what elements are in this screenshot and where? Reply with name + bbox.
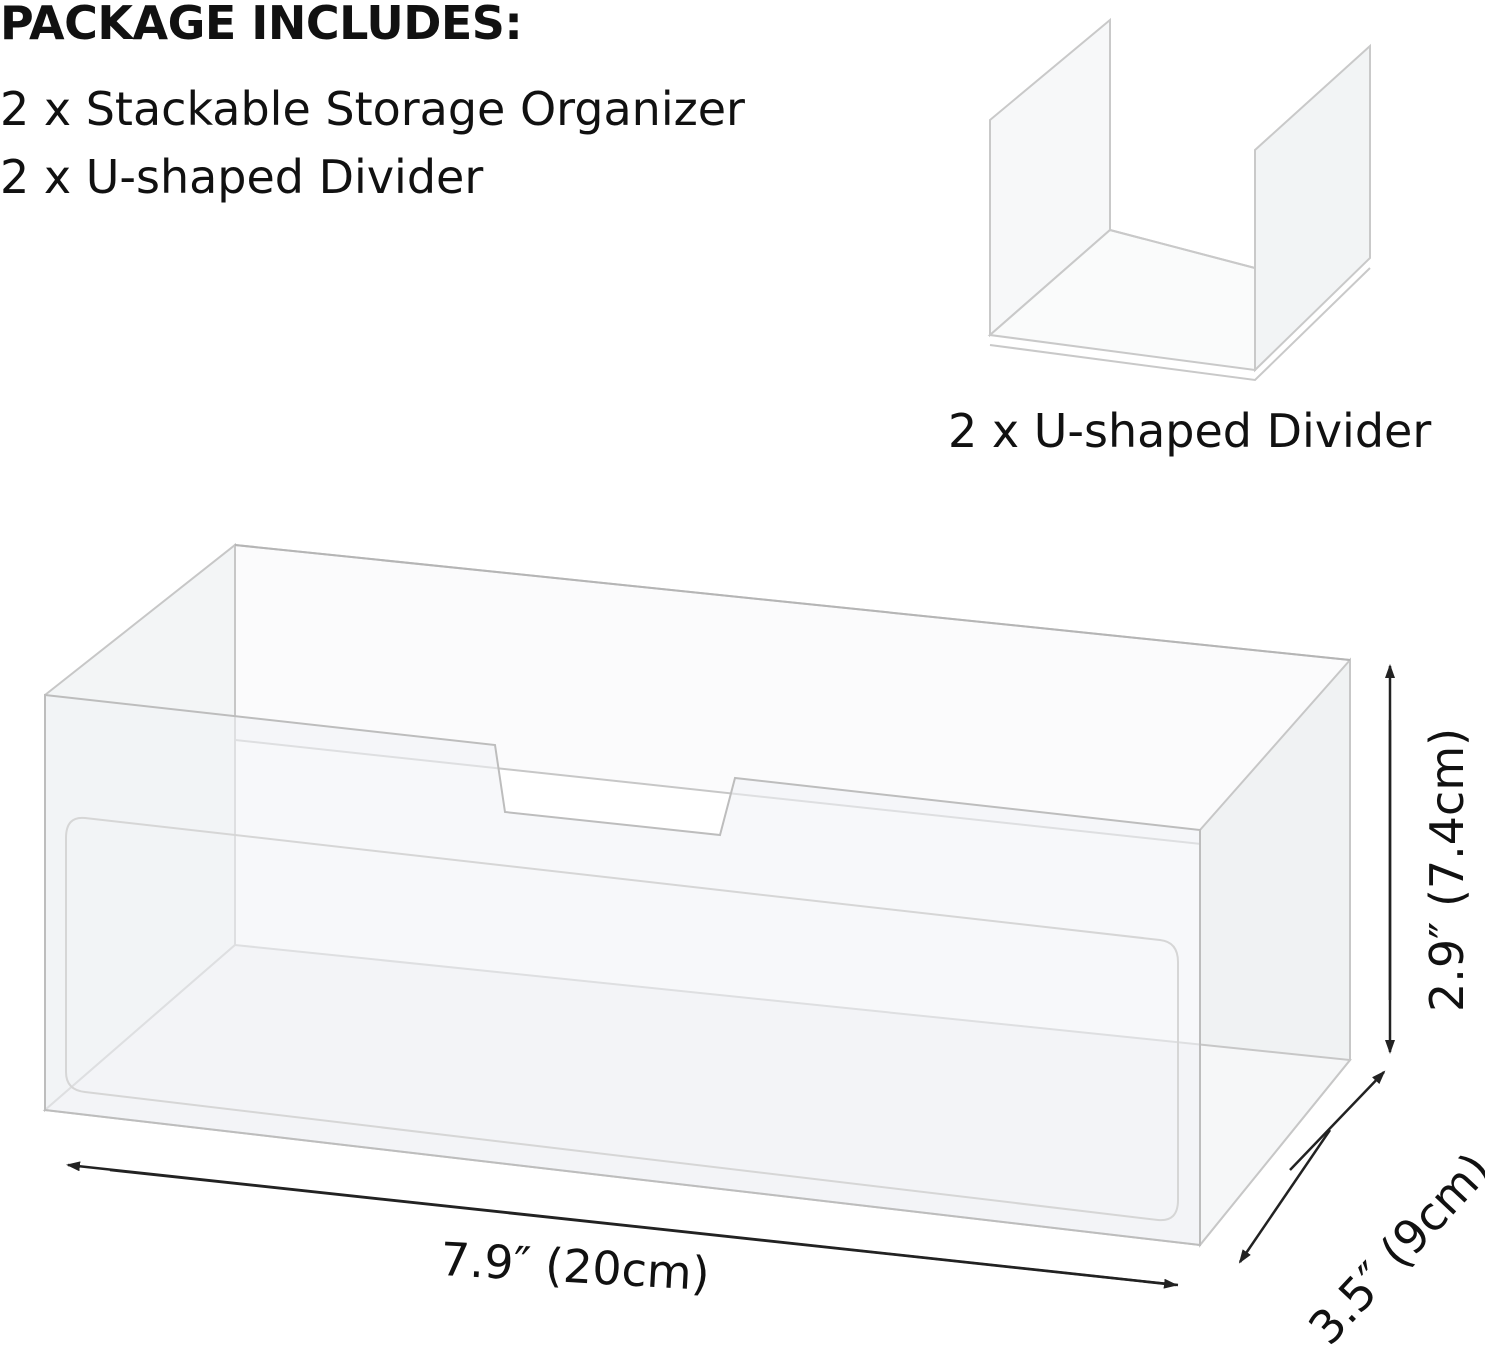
depth-arrow-end (1238, 1129, 1332, 1264)
u-divider-image (987, 17, 1371, 382)
package-item-divider: 2 x U-shaped Divider (0, 150, 484, 204)
divider-caption: 2 x U-shaped Divider (948, 404, 1432, 458)
package-heading: PACKAGE INCLUDES: (0, 0, 523, 50)
package-item-organizer: 2 x Stackable Storage Organizer (0, 82, 745, 136)
dimension-height-label: 2.9″ (7.4cm) (1420, 727, 1474, 1012)
depth-arrow (1289, 1070, 1386, 1171)
organizer-box-image (42, 542, 1352, 1248)
product-illustration (42, 17, 1395, 1289)
width-arrow-end (109, 1168, 1178, 1289)
